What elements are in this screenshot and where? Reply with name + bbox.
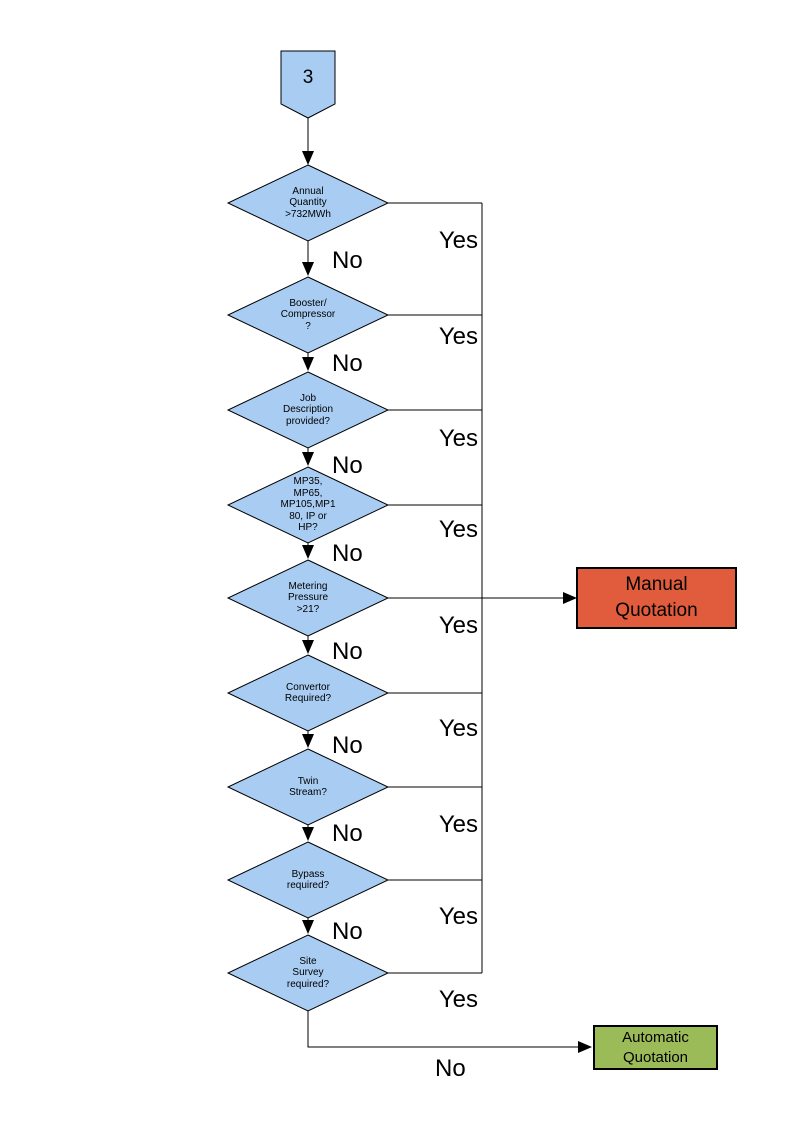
manual-quotation-label: Manual Quotation	[615, 574, 698, 621]
no-label-booster: No	[332, 350, 363, 377]
no-label-models: No	[332, 540, 363, 567]
decision-label-annual-quantity: Annual Quantity >732MWh	[285, 185, 331, 220]
decision-label-site-survey: Site Survey required?	[286, 955, 330, 990]
yes-label-job: Yes	[438, 425, 478, 452]
no-label-pressure: No	[332, 638, 363, 665]
decision-diamond-twin-stream	[226, 748, 390, 826]
no-label-convertor: No	[332, 732, 363, 759]
decision-diamond-job-description	[226, 371, 390, 449]
yes-label-annual-quantity: Yes	[438, 227, 478, 254]
yes-label-convertor: Yes	[438, 715, 478, 742]
decision-diamond-convertor	[226, 654, 390, 732]
yes-label-booster: Yes	[438, 323, 478, 350]
manual-quotation-box	[576, 567, 737, 629]
decision-label-bypass: Bypass required?	[286, 868, 330, 892]
yes-label-twin: Yes	[438, 811, 478, 838]
yes-label-pressure: Yes	[438, 612, 478, 639]
yes-label-survey: Yes	[438, 986, 478, 1013]
automatic-quotation-box	[593, 1025, 718, 1070]
off-page-connector-shape	[280, 50, 336, 119]
no-label-survey: No	[435, 1055, 466, 1082]
decision-label-job-description: Job Description provided?	[282, 392, 334, 427]
decision-label-twin-stream: Twin Stream?	[289, 775, 327, 799]
decision-diamond-booster-compressor	[226, 276, 390, 354]
no-label-job: No	[332, 452, 363, 479]
no-label-twin: No	[332, 820, 363, 847]
yes-label-models: Yes	[438, 516, 478, 543]
decision-diamond-bypass	[226, 841, 390, 919]
yes-label-bypass: Yes	[438, 903, 478, 930]
automatic-quotation-path	[307, 1011, 592, 1053]
no-label-bypass: No	[332, 918, 363, 945]
decision-label-convertor: Convertor Required?	[284, 681, 332, 705]
decision-label-metering-pressure: Metering Pressure >21?	[287, 580, 328, 615]
decision-diamond-meter-models	[226, 466, 390, 544]
decision-label-meter-models: MP35, MP65, MP105,MP1 80, IP or HP?	[280, 476, 336, 534]
automatic-quotation-label: Automatic Quotation	[622, 1028, 689, 1066]
decision-diamond-metering-pressure	[226, 559, 390, 637]
decision-diamond-annual-quantity	[226, 164, 390, 242]
no-label-annual-quantity: No	[332, 247, 363, 274]
decision-diamond-site-survey	[226, 934, 390, 1012]
decision-label-booster-compressor: Booster/ Compressor ?	[280, 297, 336, 332]
off-page-connector-label: 3	[302, 66, 314, 88]
